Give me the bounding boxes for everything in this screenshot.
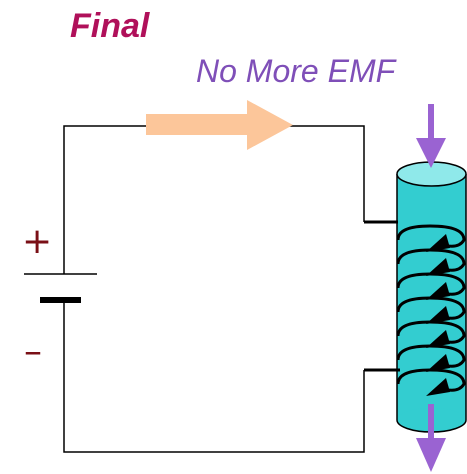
- field-arrow-out-icon: [416, 404, 446, 472]
- coil-current-arrowhead-icon: [426, 258, 450, 276]
- coil-turn: [396, 296, 466, 320]
- wire-top: [63, 125, 365, 274]
- coil-current-arrowhead-icon: [426, 282, 450, 300]
- coil-turn: [396, 272, 466, 296]
- field-arrow-in-icon: [416, 104, 446, 168]
- coil-turn: [396, 248, 466, 272]
- coil-windings: [396, 224, 466, 396]
- coil-turn: [396, 224, 466, 248]
- diagram-subtitle: No More EMF: [196, 53, 396, 89]
- coil-current-arrowhead-icon: [426, 354, 450, 372]
- battery-positive-sign: +: [22, 221, 53, 262]
- diagram-title: Final: [70, 7, 150, 45]
- circuit-wires: [63, 125, 365, 453]
- coil-current-arrowhead-icon: [426, 234, 450, 252]
- wire-bottom: [63, 300, 365, 453]
- battery-negative-sign: –: [24, 331, 42, 372]
- current-flow-arrow-icon: [146, 100, 293, 150]
- coil-turn: [396, 368, 466, 392]
- coil-turn: [396, 344, 466, 368]
- coil-current-arrowhead-icon: [426, 330, 450, 348]
- coil-current-arrowhead-icon: [426, 306, 450, 324]
- coil-turn: [396, 320, 466, 344]
- coil-current-arrowhead-icon: [426, 378, 450, 396]
